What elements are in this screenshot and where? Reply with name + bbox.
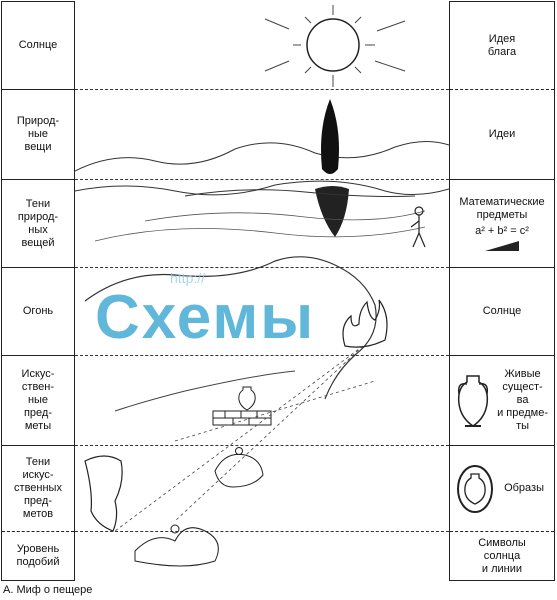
figure-caption: А. Миф о пещере — [3, 584, 93, 596]
divider-line — [75, 89, 449, 90]
cypress-tree-icon — [315, 99, 349, 237]
cave-illustration — [75, 5, 449, 567]
divider-line — [75, 355, 449, 356]
divider-line — [75, 531, 449, 532]
fire-icon — [342, 299, 388, 348]
left-label-shadows-natural: Тени природ- ных вещей — [2, 180, 74, 268]
right-label-ideas: Идеи — [450, 90, 554, 180]
human-figure-icon — [134, 447, 264, 567]
left-label-natural-things: Природ- ные вещи — [2, 90, 74, 180]
human-figure-icon — [410, 206, 426, 248]
left-label-level-of-likeness: Уровень подобий — [16, 543, 60, 568]
left-label-shadows-artificial: Тени искус- ственных пред- метов — [2, 446, 74, 532]
watermark-word: Схемы — [95, 283, 316, 352]
wall-icon — [212, 410, 272, 426]
right-cell-images: Образы — [450, 446, 554, 532]
divider-line — [75, 179, 449, 180]
watermark-url: http:// — [170, 270, 206, 286]
sun-icon — [264, 5, 406, 87]
mountain-icon — [75, 141, 449, 196]
right-label-images: Образы — [504, 482, 544, 494]
pythagorean-formula: a² + b² = c² — [475, 225, 529, 237]
vase-icon — [238, 386, 256, 411]
left-label-fire: Огонь — [2, 268, 74, 356]
amphora-icon — [457, 375, 489, 427]
divider-line — [75, 445, 449, 446]
right-label-living-beings: Живые сущест- ва и предме- ты — [497, 368, 548, 432]
triangle-icon — [485, 241, 519, 251]
left-column: Солнце Природ- ные вещи Тени природ- ных… — [1, 1, 75, 581]
cave-myth-diagram: Солнце Природ- ные вещи Тени природ- ных… — [1, 1, 555, 581]
right-label-math-objects: Математические предметы — [459, 196, 545, 221]
right-label-idea-of-good: Идея блага — [450, 2, 554, 90]
left-label-artificial-objects: Искус- ствен- ные пред- меты — [2, 356, 74, 446]
left-label-sun: Солнце — [2, 2, 74, 90]
right-column: Идея блага Идеи Математические предметы … — [449, 1, 555, 581]
right-cell-math: Математические предметы a² + b² = c² — [450, 180, 554, 268]
right-label-sun: Солнце — [450, 268, 554, 356]
divider-line — [75, 267, 449, 268]
vase-image-icon — [457, 465, 493, 513]
right-cell-living: Живые сущест- ва и предме- ты — [450, 356, 554, 446]
right-label-symbols: Символы солнца и линии — [478, 536, 526, 575]
